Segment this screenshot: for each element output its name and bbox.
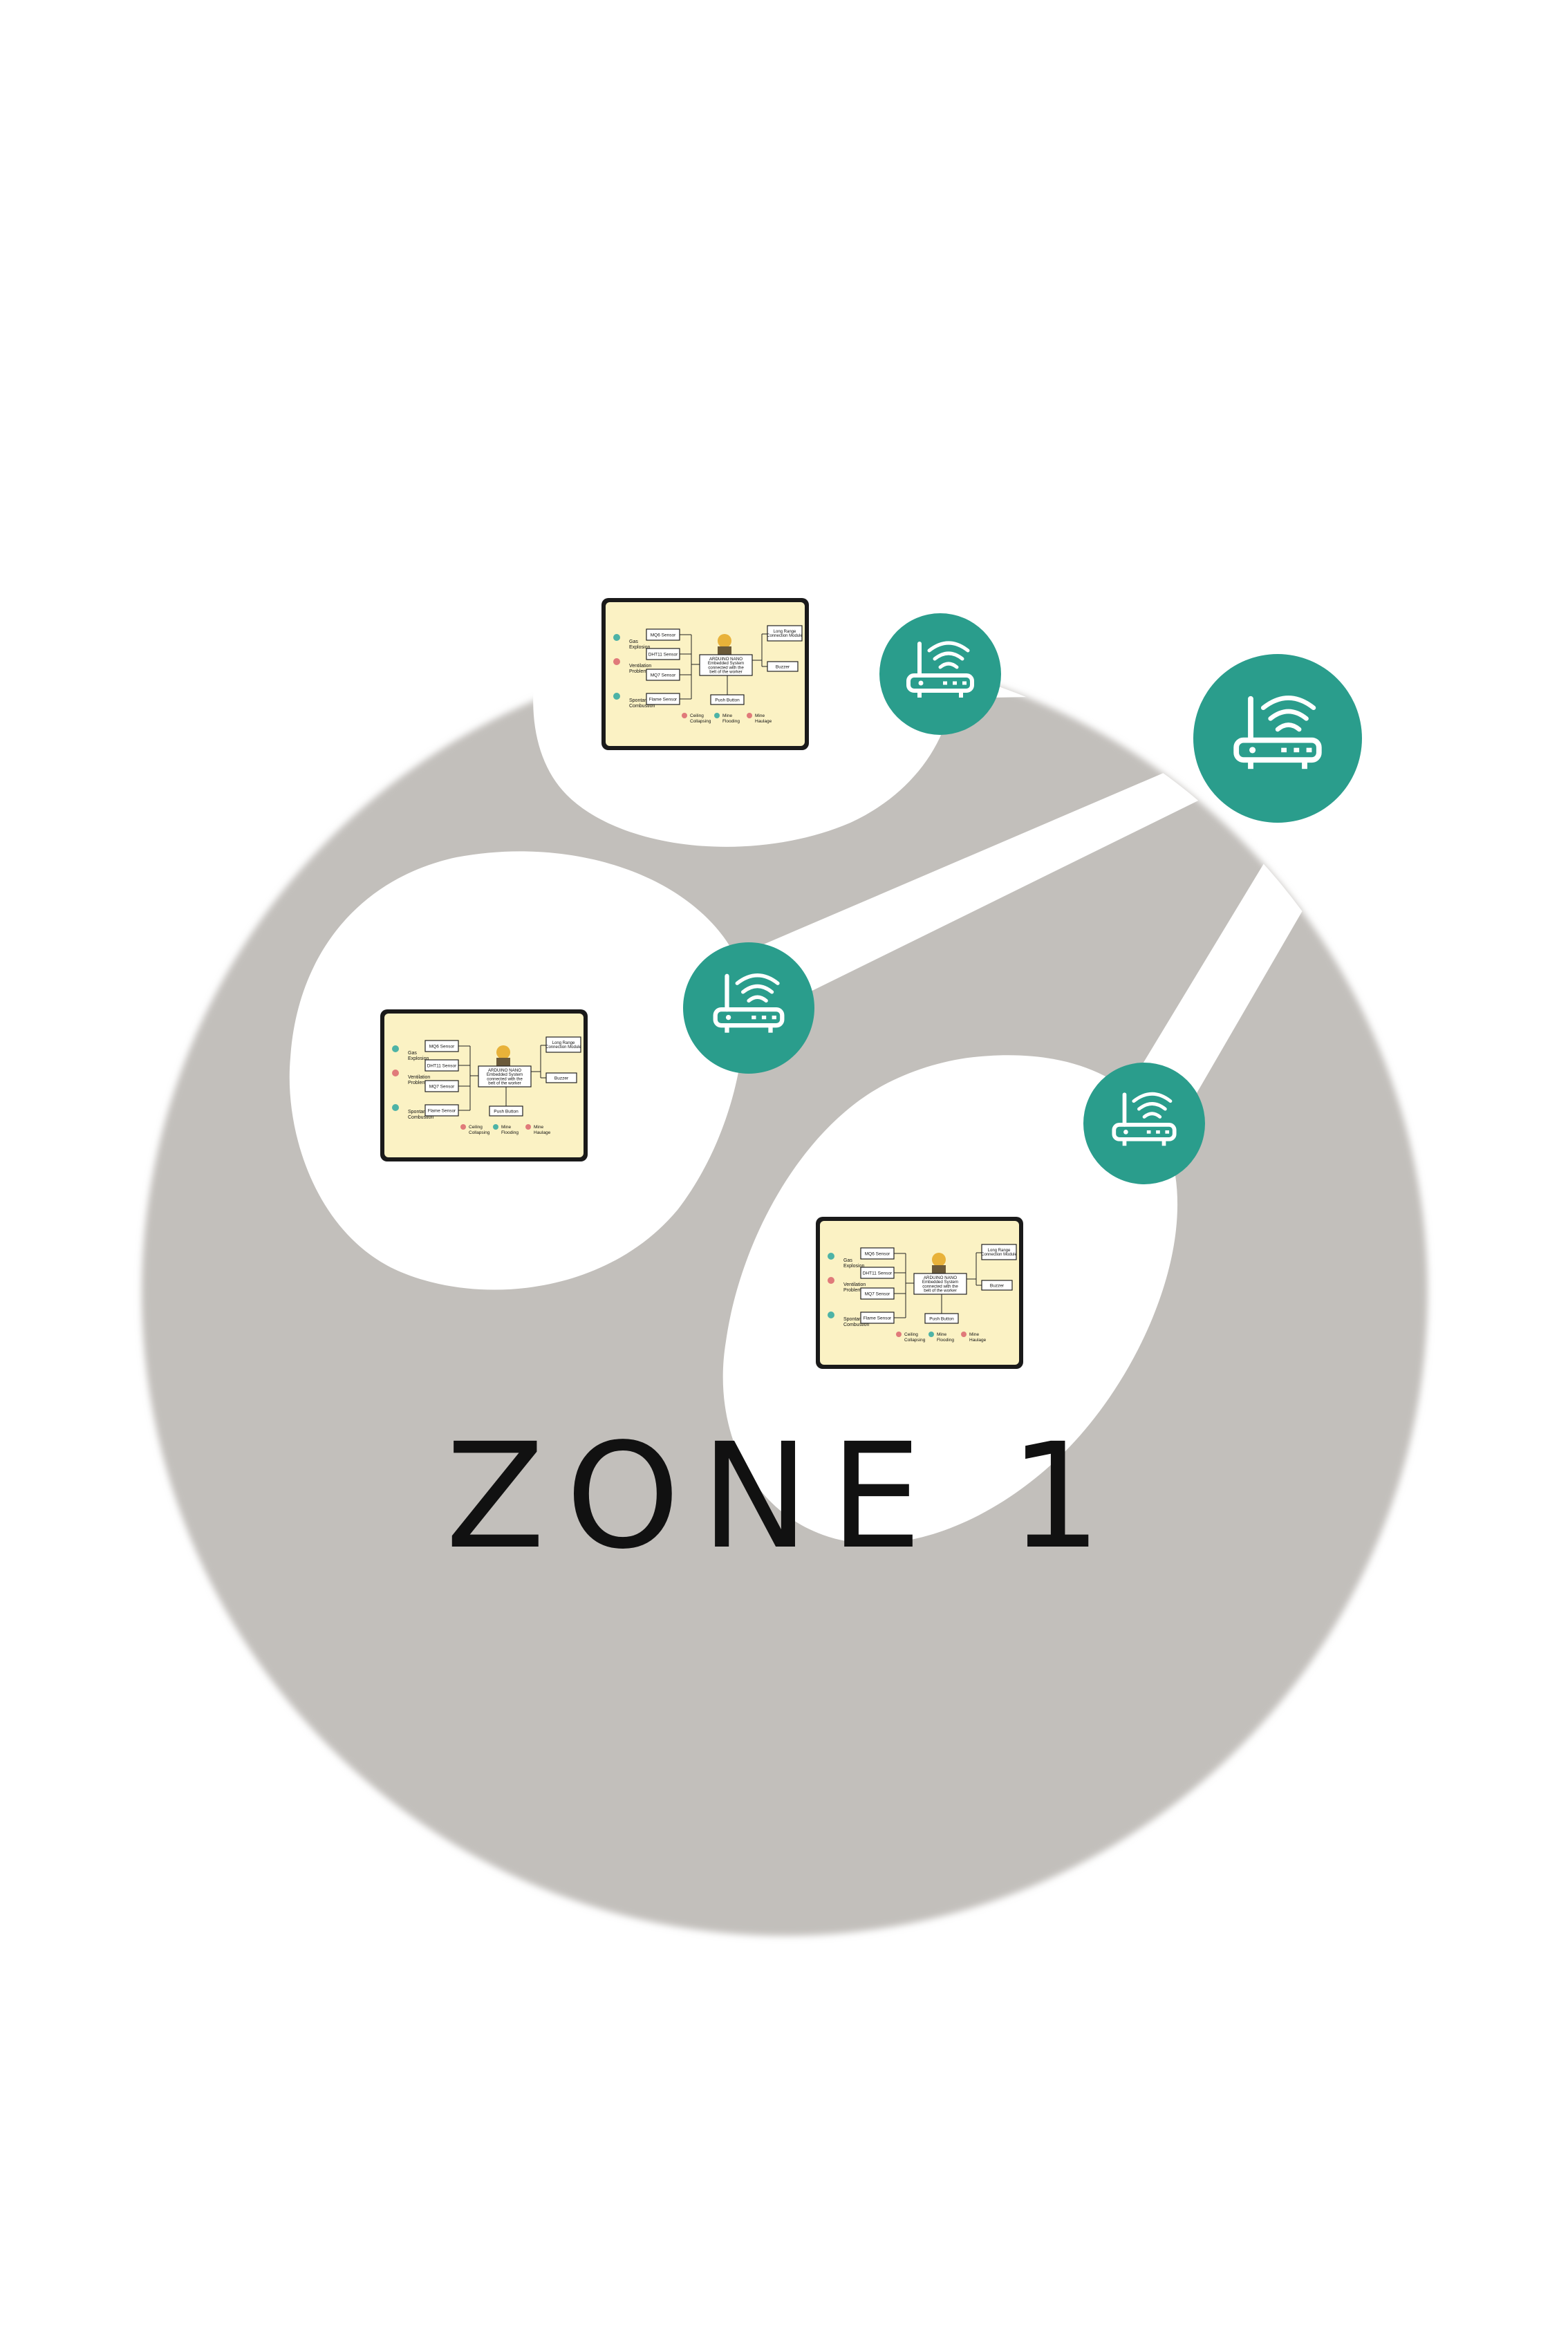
panel-top: GasExplosionVentilationProblemsSpontaneo… (601, 598, 809, 750)
panel-hazard-label: Haulage (534, 1130, 551, 1135)
panel-left-label: Problems (629, 669, 650, 674)
push-button-box: Push Button (715, 698, 740, 702)
panel-bottom: GasExplosionVentilationProblemsSpontaneo… (816, 1217, 1023, 1369)
embedded-system-box: Embedded System (487, 1072, 523, 1077)
embedded-system-box: connected with the (708, 665, 744, 670)
lora-module-box: Long Range (552, 1041, 575, 1045)
panel-left-label: Spontaneous (629, 698, 658, 703)
panel-left-label: Spontaneous (408, 1110, 437, 1114)
panel-left-label: Gas (408, 1051, 417, 1056)
panel-hazard-label: Collapsing (904, 1338, 926, 1343)
embedded-system-box: ARDUINO NANO (924, 1276, 957, 1280)
sensor-box: DHT11 Sensor (863, 1271, 893, 1276)
panel-hazard-label: Haulage (969, 1338, 987, 1343)
link-left-router (733, 750, 1238, 1009)
panel-left-label: Combustion (629, 704, 655, 709)
sensor-box: DHT11 Sensor (648, 652, 678, 657)
buzzer-box: Buzzer (990, 1283, 1005, 1288)
router-node-hub (1193, 654, 1362, 823)
panel-hazard-label: Flooding (937, 1338, 954, 1343)
embedded-system-box: ARDUINO NANO (488, 1068, 521, 1073)
sensor-box: MQ7 Sensor (429, 1084, 455, 1089)
panel-left-label: Problems (408, 1081, 429, 1085)
panel-left-label: Explosion (843, 1264, 864, 1269)
panel-left-label: Combustion (408, 1115, 433, 1120)
panel-hazard-label: Collapsing (690, 719, 711, 724)
buzzer-box: Buzzer (554, 1076, 569, 1081)
sensor-box: MQ6 Sensor (865, 1251, 890, 1256)
panel-left-label: Combustion (843, 1323, 869, 1327)
lora-module-box: Long Range (988, 1249, 1011, 1253)
panel-left-label: Gas (629, 640, 638, 644)
panel-hazard-label: Flooding (722, 719, 740, 724)
panel-left-label: Explosion (629, 645, 650, 650)
panel-hazard-label: Ceiling (904, 1332, 918, 1337)
sensor-box: MQ7 Sensor (651, 673, 676, 678)
embedded-system-box: connected with the (922, 1284, 958, 1289)
panel-hazard-label: Collapsing (469, 1130, 490, 1135)
miner-worker-icon (496, 1045, 510, 1059)
sensor-box: MQ7 Sensor (865, 1291, 890, 1296)
embedded-system-box: belt of the worker (924, 1288, 956, 1293)
panel-left-label: Ventilation (629, 664, 651, 669)
embedded-system-box: belt of the worker (709, 669, 742, 674)
embedded-system-box: ARDUINO NANO (709, 657, 743, 662)
panel-left-label: Explosion (408, 1056, 429, 1061)
panel-hazard-label: Mine (534, 1125, 543, 1130)
buzzer-box: Buzzer (776, 664, 790, 669)
embedded-system-box: Embedded System (708, 661, 744, 666)
lora-module-box: Connection Module (981, 1253, 1017, 1257)
panel-hazard-label: Haulage (755, 719, 772, 724)
sensor-box: Flame Sensor (649, 697, 678, 702)
miner-worker-icon (718, 634, 731, 648)
panel-left-label: Gas (843, 1258, 852, 1263)
push-button-box: Push Button (494, 1109, 519, 1114)
lora-module-box: Long Range (774, 630, 796, 634)
panel-hazard-label: Ceiling (690, 713, 704, 718)
embedded-system-box: belt of the worker (488, 1081, 521, 1085)
zone-title: ZONE 1 (445, 1412, 1123, 1581)
router-node-top (879, 613, 1001, 735)
embedded-system-box: connected with the (487, 1076, 523, 1081)
router-node-bottom (1083, 1063, 1205, 1184)
sensor-box: MQ6 Sensor (651, 633, 676, 637)
lora-module-box: Connection Module (545, 1045, 581, 1049)
panel-hazard-label: Flooding (501, 1130, 519, 1135)
lora-module-box: Connection Module (767, 634, 803, 638)
panel-hazard-label: Mine (722, 713, 732, 718)
router-node-left (683, 942, 814, 1074)
embedded-system-box: Embedded System (922, 1280, 958, 1285)
panel-hazard-label: Mine (501, 1125, 511, 1130)
miner-worker-icon (932, 1253, 946, 1267)
push-button-box: Push Button (929, 1316, 954, 1321)
panel-left-label: Problems (843, 1288, 864, 1293)
panel-left: GasExplosionVentilationProblemsSpontaneo… (380, 1009, 588, 1161)
sensor-box: DHT11 Sensor (427, 1063, 457, 1068)
sensor-box: Flame Sensor (428, 1108, 456, 1113)
panel-hazard-label: Mine (755, 713, 765, 718)
panel-hazard-label: Mine (969, 1332, 979, 1337)
panel-left-label: Ventilation (843, 1282, 866, 1287)
panel-hazard-label: Ceiling (469, 1125, 483, 1130)
sensor-box: MQ6 Sensor (429, 1044, 455, 1049)
panel-left-label: Ventilation (408, 1075, 430, 1080)
panel-hazard-label: Mine (937, 1332, 946, 1337)
panel-left-label: Spontaneous (843, 1317, 872, 1322)
sensor-box: Flame Sensor (864, 1316, 892, 1320)
